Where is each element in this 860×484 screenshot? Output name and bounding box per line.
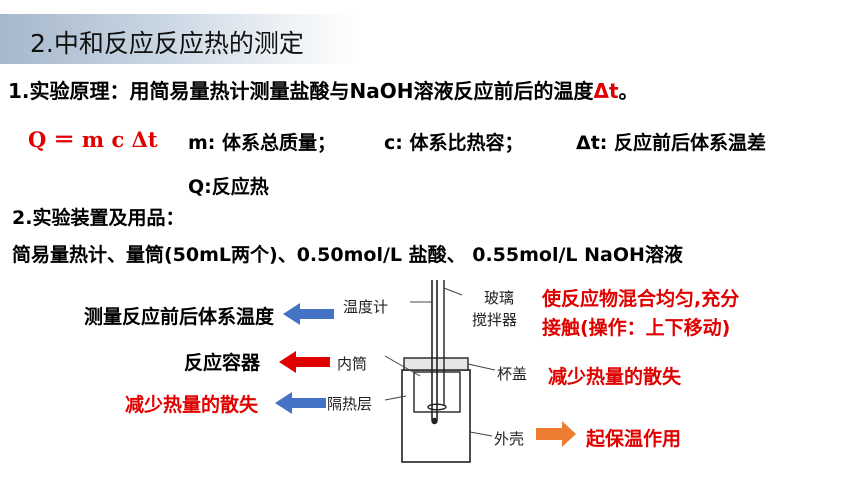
note-stirrer-1: 使反应物混合均匀,充分 (542, 288, 740, 310)
heat-formula: Q ＝ m c Δt (28, 127, 158, 152)
note-stirrer-2: 接触(操作：上下移动) (542, 317, 731, 339)
def-delta-t: Δt: 反应前后体系温差 (576, 132, 767, 154)
leader-lid (467, 363, 496, 371)
red-arrow-inner (279, 351, 330, 373)
orange-arrow-outer (536, 421, 576, 447)
leader-stirrer (443, 287, 463, 296)
leader-outer (469, 431, 493, 437)
def-specific-heat: c: 体系比热容； (384, 132, 524, 154)
label-inner: 内筒 (337, 355, 368, 373)
blue-arrow-thermometer (283, 303, 334, 325)
lid-shape (403, 357, 469, 371)
note-inner: 反应容器 (183, 352, 260, 374)
note-lid: 减少热量的散失 (548, 366, 682, 388)
label-lid: 杯盖 (497, 365, 528, 383)
principle-prefix: 1.实验原理：用简易量热计测量盐酸与NaOH溶液反应前后的温度 (8, 79, 594, 103)
note-outer: 起保温作用 (586, 428, 682, 450)
def-mass: m: 体系总质量； (188, 132, 337, 154)
blue-arrow-insulation (275, 392, 326, 414)
leader-inner (384, 355, 421, 377)
title-banner (0, 14, 360, 64)
label-stirrer-1: 玻璃 (484, 289, 515, 307)
principle-delta-t: Δt (593, 79, 619, 103)
label-outer: 外壳 (494, 430, 525, 448)
principle-line: 1.实验原理：用简易量热计测量盐酸与NaOH溶液反应前后的温度Δt。 (8, 75, 639, 104)
apparatus-items: 简易量热计、量筒(50mL两个)、0.50mol/L 盐酸、 0.55mol/L… (12, 244, 683, 266)
stirrer-ring-shape (427, 403, 447, 411)
label-thermometer: 温度计 (343, 298, 389, 316)
thermometer-bulb (431, 417, 438, 425)
label-insulation: 隔热层 (327, 395, 373, 413)
note-insulation: 减少热量的散失 (124, 394, 258, 416)
slide-title: 2.中和反应反应热的测定 (30, 29, 304, 58)
label-stirrer-2: 搅拌器 (472, 311, 518, 329)
leader-insulation (384, 395, 407, 401)
def-q: Q:反应热 (188, 176, 269, 198)
principle-suffix: 。 (618, 79, 639, 103)
apparatus-heading: 2.实验装置及用品： (12, 207, 185, 229)
note-thermometer: 测量反应前后体系温度 (83, 306, 274, 328)
